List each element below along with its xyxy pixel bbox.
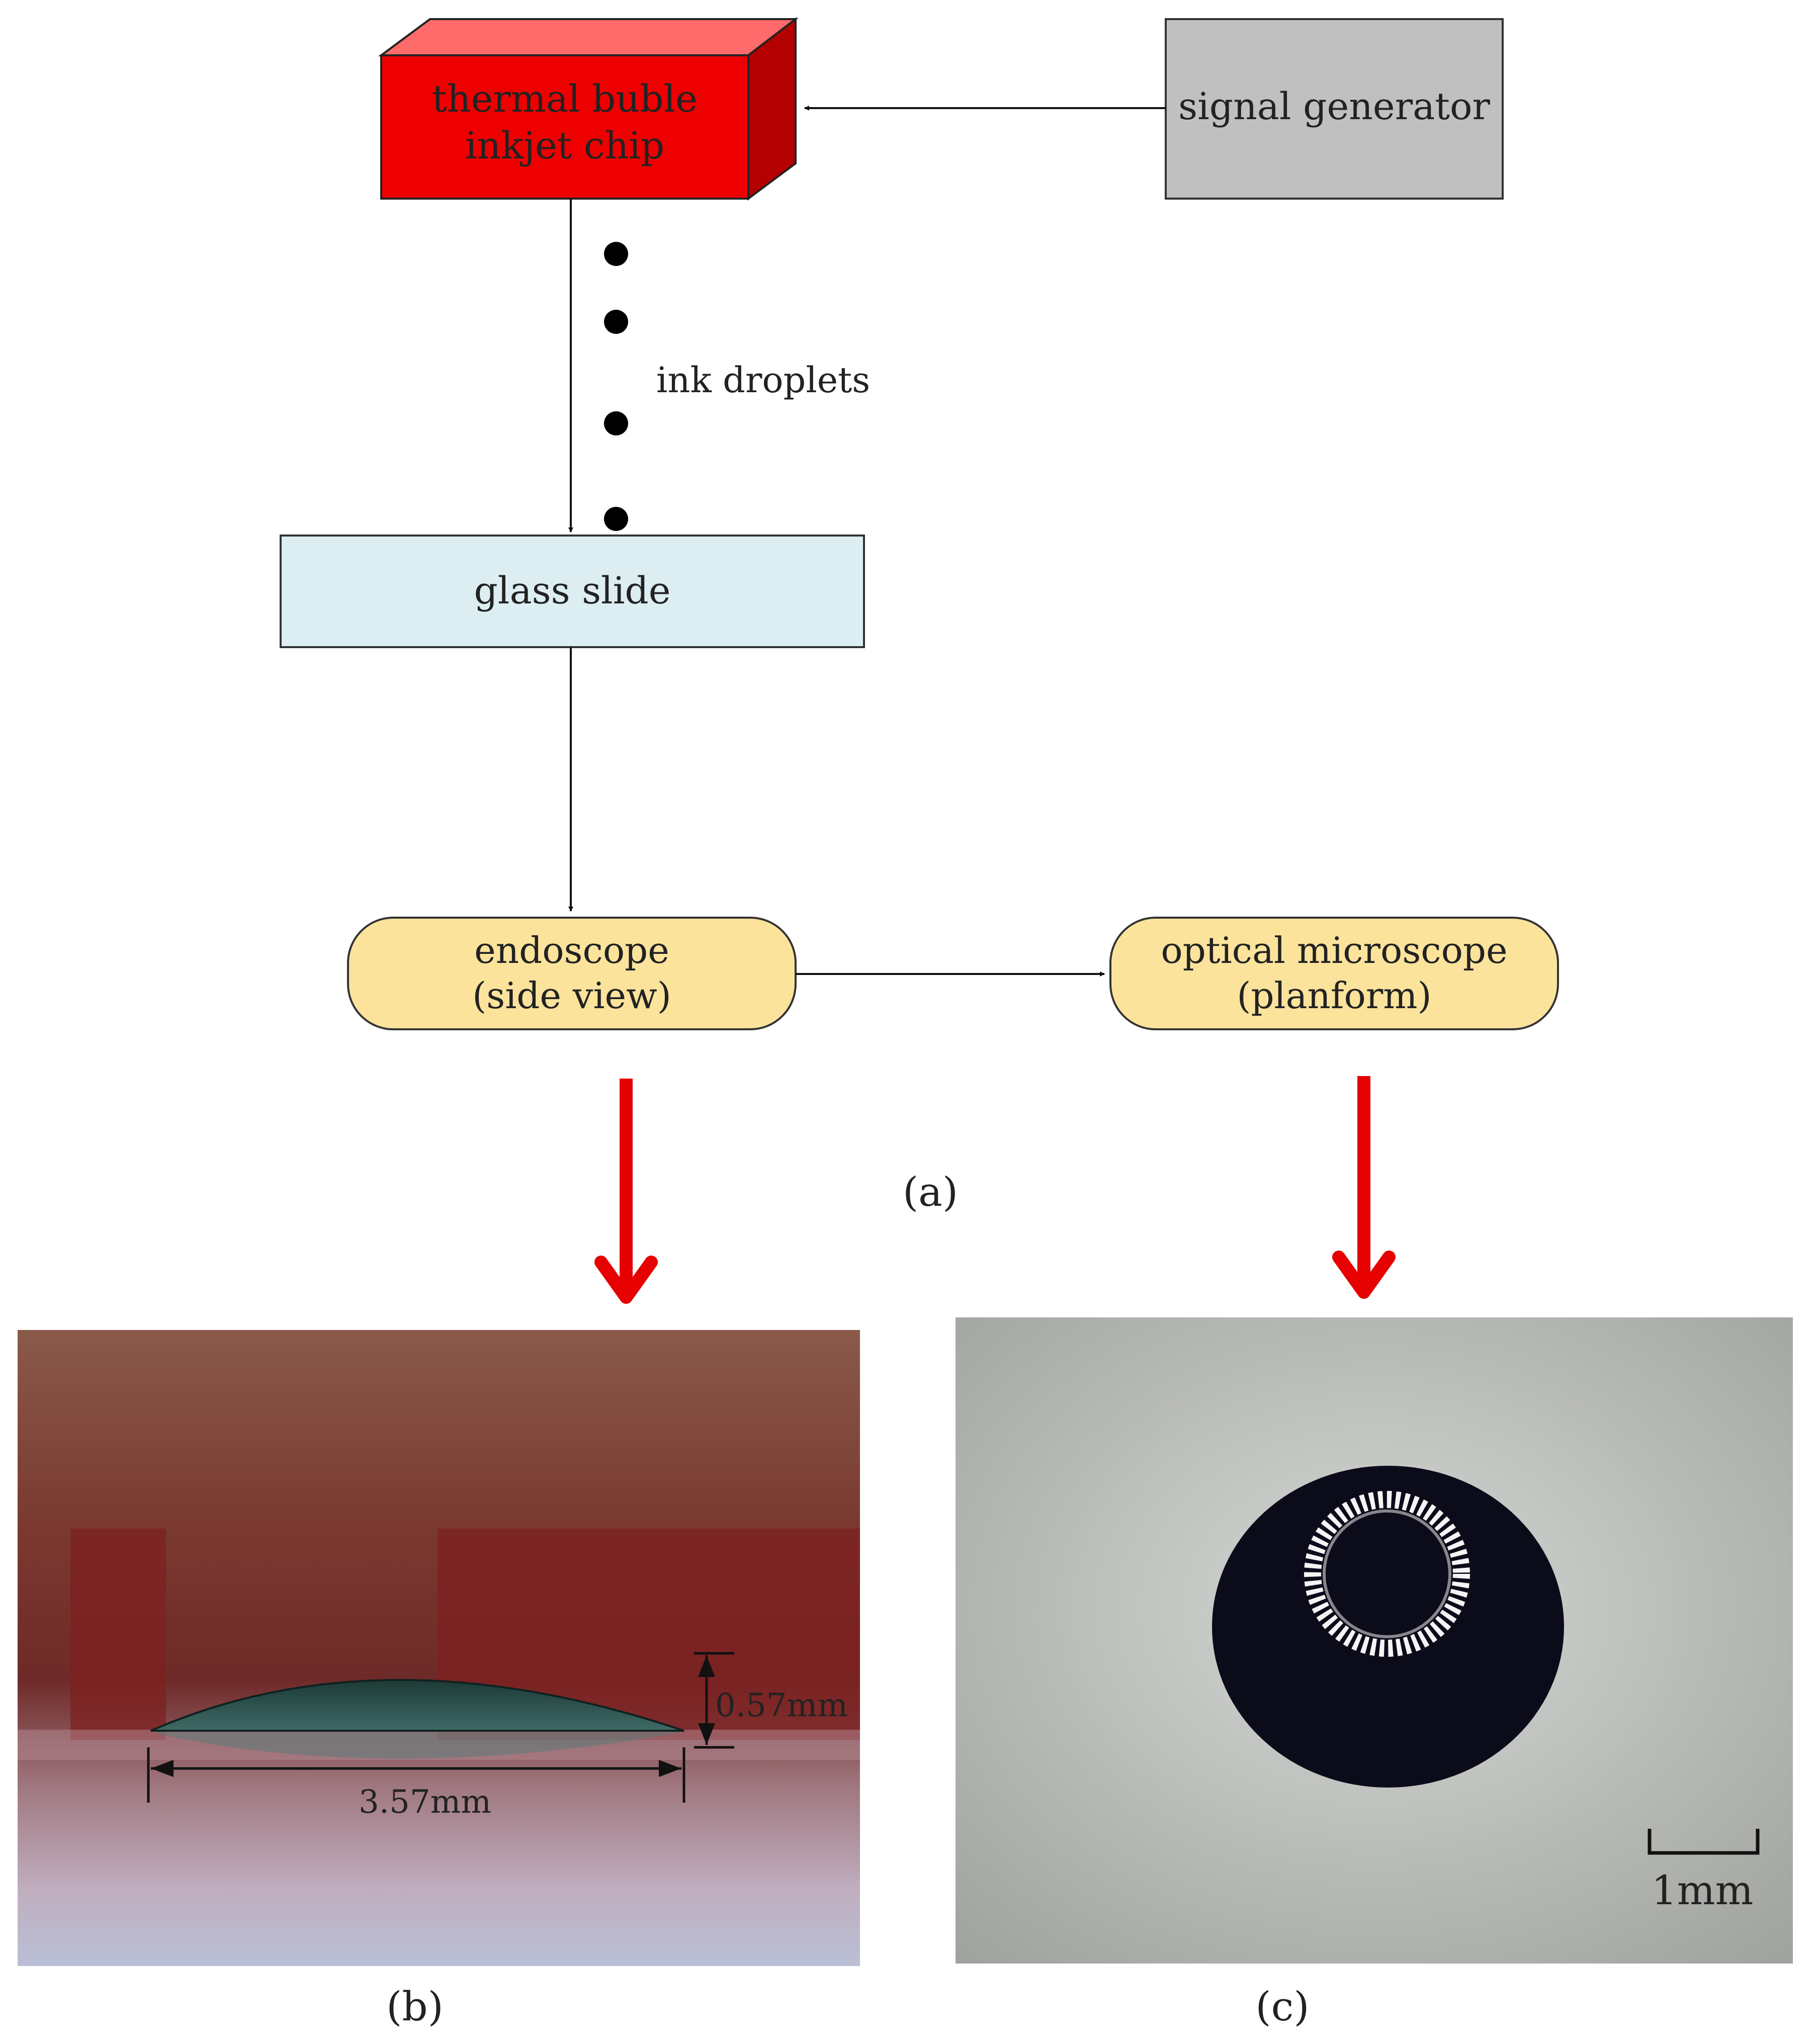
planform-photo: 1mm: [956, 1317, 1793, 1964]
inkjet-chip-box: thermal buble inkjet chip: [378, 17, 799, 201]
side-view-photo: 3.57mm 0.57mm: [18, 1330, 860, 1966]
droplet: [604, 411, 628, 435]
chip-label-line1: thermal buble: [432, 77, 698, 121]
endoscope-label-line2: (side view): [472, 974, 671, 1017]
ink-droplets: [604, 242, 628, 531]
dried-droplet-disc: [1212, 1466, 1564, 1788]
chip-label-line2: inkjet chip: [465, 124, 664, 167]
signal-generator-label: signal generator: [1178, 85, 1490, 128]
droplet: [604, 310, 628, 334]
scale-bar: [1648, 1829, 1760, 1855]
droplet-height-label: 0.57mm: [715, 1687, 848, 1724]
scale-bar-label: 1mm: [1652, 1867, 1754, 1914]
endoscope-label-line1: endoscope: [474, 929, 669, 971]
droplet: [604, 242, 628, 266]
glass-slide-label: glass slide: [474, 569, 670, 612]
particle-ring: [1304, 1491, 1470, 1657]
droplet-width-label: 3.57mm: [359, 1784, 491, 1821]
glass-slide-box: glass slide: [280, 535, 865, 648]
optical-microscope-box: optical microscope (planform): [1109, 917, 1559, 1030]
endoscope-box: endoscope (side view): [347, 917, 797, 1030]
droplet: [604, 507, 628, 531]
panel-label-a: (a): [903, 1169, 958, 1215]
microscope-label-line2: (planform): [1237, 974, 1431, 1017]
red-arrow-right: [1332, 1076, 1396, 1299]
red-arrow-left: [594, 1079, 658, 1304]
sessile-droplet: [150, 1679, 684, 1732]
microscope-label-line1: optical microscope: [1161, 929, 1507, 971]
signal-generator-box: signal generator: [1165, 18, 1504, 200]
panel-label-c: (c): [1255, 1983, 1309, 2030]
ink-droplets-label: ink droplets: [656, 360, 870, 401]
panel-label-b: (b): [386, 1983, 444, 2030]
